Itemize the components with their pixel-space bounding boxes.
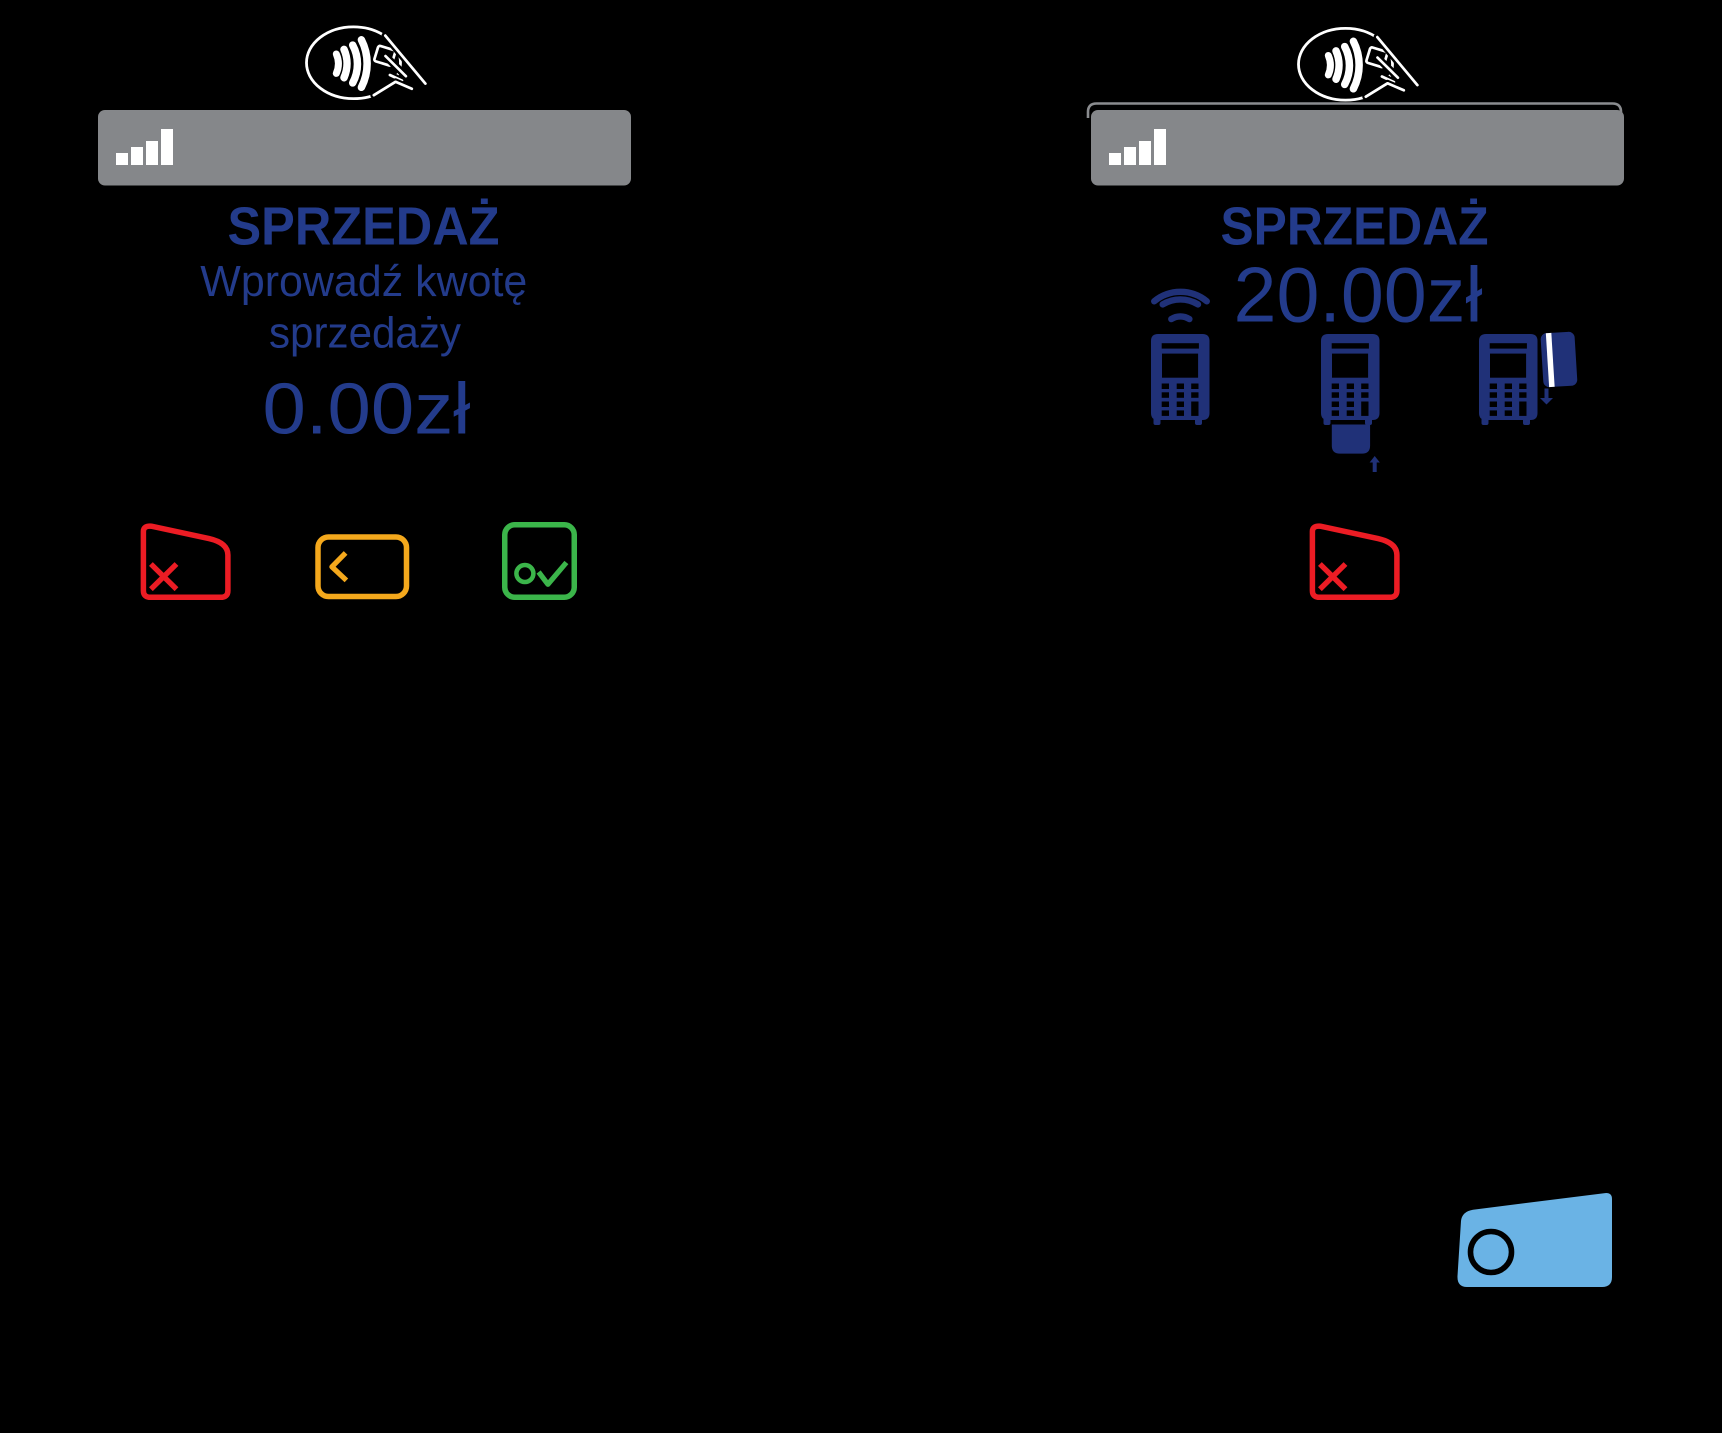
svg-text:sprzedaży: sprzedaży <box>269 308 461 357</box>
svg-text:0.00zł: 0.00zł <box>263 369 471 450</box>
svg-text:SPRZEDAŻ: SPRZEDAŻ <box>1221 198 1489 257</box>
svg-text:Wprowadź kwotę: Wprowadź kwotę <box>200 257 527 306</box>
svg-text:SPRZEDAŻ: SPRZEDAŻ <box>228 198 500 257</box>
svg-text:20.00zł: 20.00zł <box>1234 251 1483 339</box>
